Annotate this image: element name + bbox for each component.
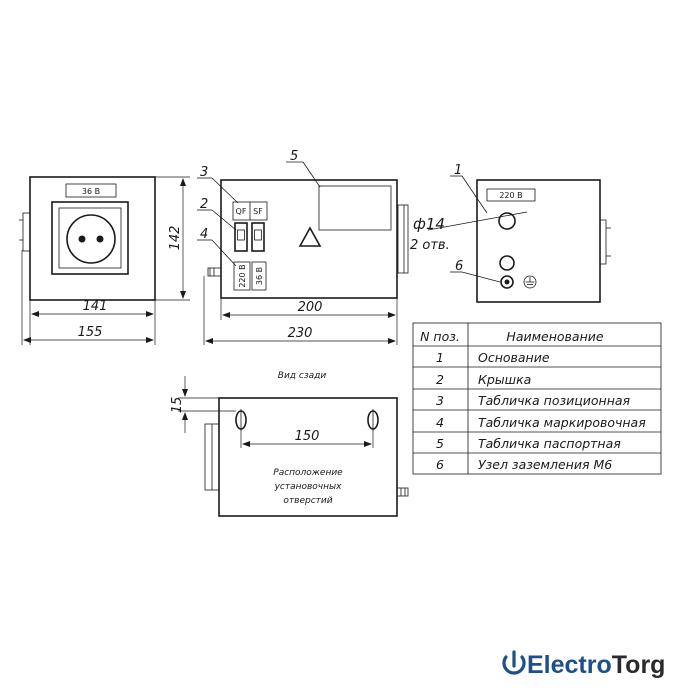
table-header-name: Наименование — [506, 329, 603, 344]
table-row-3-name: Табличка позиционная — [478, 393, 631, 408]
back-view-caption: Вид сзади — [278, 371, 327, 381]
back-note-line-3: отверстий — [283, 496, 332, 506]
front-bracket — [22, 212, 31, 252]
front-label-plate — [65, 183, 117, 198]
main-width-dim-200: 200 — [298, 300, 323, 315]
warning-triangle-icon — [298, 226, 322, 247]
side-label-plate — [486, 188, 536, 202]
socket-inner — [58, 207, 122, 269]
table-row-2-name: Крышка — [478, 372, 531, 387]
electrotorg-logo: ElectroTorg — [502, 650, 665, 679]
front-width-dim-141: 141 — [83, 299, 108, 314]
table-row-5-pos: 5 — [436, 436, 444, 451]
front-view: 36 В 141 155 142 — [19, 176, 190, 345]
main-view: QF SF 220 В 36 В 5 3 2 4 200 230 — [197, 149, 409, 345]
callout-1: 1 — [454, 163, 462, 178]
socket-pin-left — [78, 235, 86, 243]
hole-spacing-dim-150: 150 — [295, 429, 320, 444]
offset-dim-15: 15 — [170, 397, 185, 414]
hole-note-count: 2 отв. — [410, 238, 450, 253]
socket-face — [66, 214, 116, 264]
ground-terminal — [500, 275, 514, 289]
table-row-5-name: Табличка паспортная — [478, 436, 621, 451]
socket-pin-right — [96, 235, 104, 243]
side-bracket — [599, 219, 607, 265]
breaker-qf — [234, 222, 248, 252]
front-width-dim-155: 155 — [78, 325, 103, 340]
plate-36v: 36 В — [255, 267, 264, 285]
table-row-1-pos: 1 — [436, 350, 444, 365]
plate-220v: 220 В — [238, 264, 247, 287]
side-body — [476, 179, 601, 303]
breaker-sf — [251, 222, 265, 252]
table-row-4-name: Табличка маркировочная — [478, 415, 646, 430]
table-row-6-name: Узел заземления М6 — [478, 457, 612, 472]
table-row-3-pos: 3 — [436, 393, 444, 408]
callout-2: 2 — [200, 197, 208, 212]
cable-hole-bottom — [499, 255, 515, 271]
main-width-dim-230: 230 — [288, 326, 313, 341]
ground-symbol-icon — [523, 275, 537, 289]
plate-qf: QF — [236, 207, 247, 216]
main-body — [220, 179, 398, 299]
back-ground-stud — [396, 487, 409, 497]
parts-table: N поз. Наименование 1 Основание 2 Крышка… — [412, 322, 662, 475]
table-header-pos: N поз. — [420, 329, 460, 344]
callout-6: 6 — [455, 259, 463, 274]
table-row-6-pos: 6 — [436, 457, 444, 472]
socket-outer — [51, 201, 129, 275]
callout-5: 5 — [290, 149, 298, 164]
cable-hole-top — [498, 212, 516, 230]
side-view: 220 В 1 6 ф14 2 отв. — [410, 163, 611, 303]
side-label-text: 220 В — [499, 191, 522, 200]
logo-text-torg: Torg — [612, 651, 666, 679]
back-note-line-1: Расположение — [273, 468, 343, 478]
front-height-dim-142: 142 — [168, 226, 183, 251]
plate-sf: SF — [253, 207, 263, 216]
hole-note-diameter: ф14 — [413, 215, 445, 233]
svg-text:ElectroTorg: ElectroTorg — [527, 651, 665, 679]
table-row-4-pos: 4 — [436, 415, 444, 430]
table-row-2-pos: 2 — [436, 372, 444, 387]
callout-4: 4 — [200, 227, 208, 242]
back-note-line-2: установочных — [274, 482, 343, 492]
front-label-text: 36 В — [82, 187, 100, 196]
table-row-1-name: Основание — [478, 350, 550, 365]
callout-3: 3 — [200, 165, 208, 180]
passport-plate — [318, 185, 392, 231]
main-bracket — [397, 204, 409, 274]
main-ground-stud — [207, 267, 222, 277]
power-icon — [502, 650, 526, 675]
back-view: Вид сзади 150 15 Расположение установочн… — [170, 371, 409, 517]
logo-text-electro: Electro — [527, 651, 612, 679]
